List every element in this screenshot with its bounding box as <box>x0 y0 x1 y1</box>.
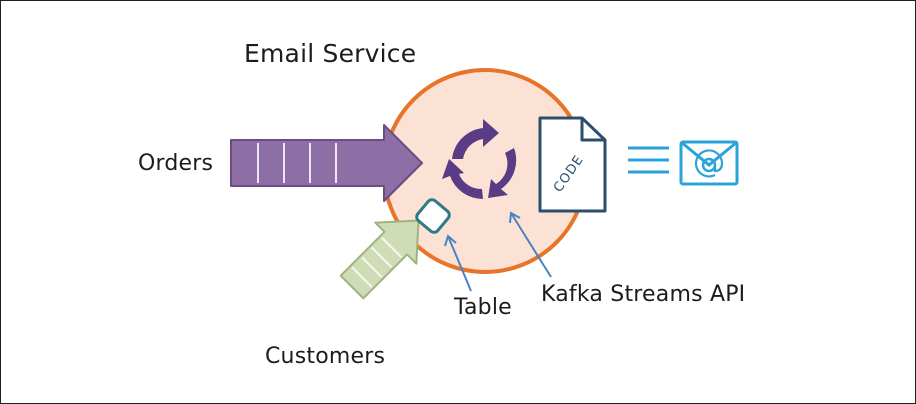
kafka-api-label: Kafka Streams API <box>541 282 745 307</box>
table-icon <box>415 198 451 234</box>
customers-label: Customers <box>265 344 385 369</box>
email-at-icon <box>628 140 739 186</box>
diagram-title: Email Service <box>244 39 416 68</box>
orders-label: Orders <box>138 151 213 176</box>
orders-stream-arrow <box>230 124 423 202</box>
customers-stream-arrow <box>339 219 420 300</box>
table-label: Table <box>453 295 512 320</box>
kafka-api-pointer-arrow <box>509 211 552 278</box>
refresh-cycle-icon <box>442 119 517 200</box>
code-file-icon: CODE <box>538 116 607 213</box>
table-pointer-arrow <box>444 234 472 292</box>
